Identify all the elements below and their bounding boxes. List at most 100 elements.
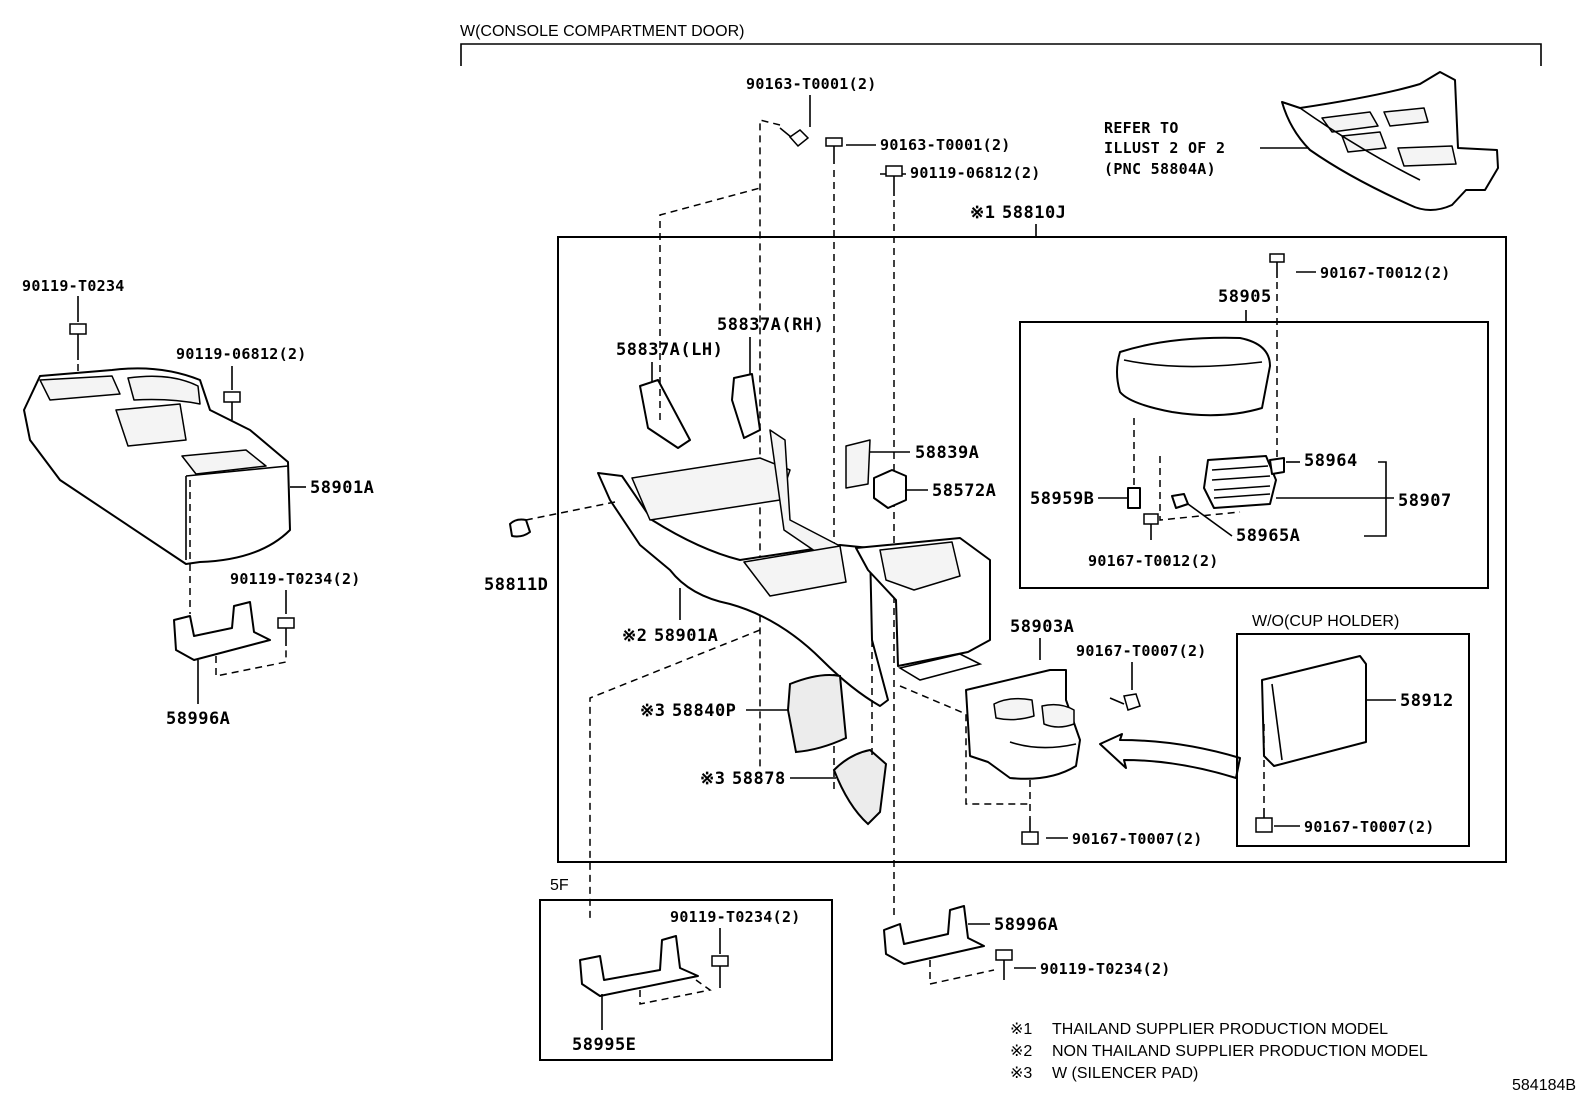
note-mark-1: ※1: [1010, 1021, 1032, 1038]
dash-line: [589, 629, 761, 922]
label-58878: 58878: [732, 769, 786, 789]
pad-58839a: [845, 439, 871, 489]
screw-icon: [69, 323, 87, 360]
note-text-2: NON THAILAND SUPPLIER PRODUCTION MODEL: [1052, 1043, 1428, 1060]
assembly-box-58810j: [557, 236, 1507, 863]
note-text-3: W (SILENCER PAD): [1052, 1065, 1198, 1082]
label-90163-t0001-top: 90163-T0001(2): [746, 75, 877, 93]
pin-58959b: [1127, 487, 1141, 509]
spring-58965a: [1171, 493, 1189, 509]
label-90119-06812-mid: 90119-06812(2): [910, 164, 1041, 182]
refer-note-line-3: (PNC 58804A): [1104, 160, 1216, 178]
label-90119-t0234-bot: 90119-T0234(2): [1040, 960, 1171, 978]
label-90119-t0234-left: 90119-T0234: [22, 277, 125, 295]
label-90163-t0001-mid: 90163-T0001(2): [880, 136, 1011, 154]
label-58995e: 58995E: [572, 1035, 636, 1055]
label-58837a-rh: 58837A(RH): [717, 315, 824, 335]
label-58901a-mark: ※2: [622, 626, 647, 646]
figure-id: 584184B: [1512, 1077, 1576, 1094]
screw-icon: [1143, 513, 1159, 540]
label-58840p-mark: ※3: [640, 701, 665, 721]
screw-icon: [825, 137, 843, 164]
label-58905: 58905: [1218, 287, 1272, 307]
label-90119-t0234-left2: 90119-T0234(2): [230, 570, 361, 588]
label-58839a: 58839A: [915, 443, 979, 463]
panel-58912: [1261, 655, 1367, 767]
section-title: W(CONSOLE COMPARTMENT DOOR): [460, 23, 744, 40]
dash-line: [1159, 456, 1241, 521]
bolt-icon: [1109, 693, 1141, 711]
subassembly-box-58905: [1019, 321, 1489, 589]
label-58878-mark: ※3: [700, 769, 725, 789]
label-90167-t0007-bot: 90167-T0007(2): [1072, 830, 1203, 848]
refer-note-line-2: ILLUST 2 OF 2: [1104, 139, 1225, 157]
armrest-seam: [1123, 359, 1263, 368]
label-90167-t0007-wo: 90167-T0007(2): [1304, 818, 1435, 836]
silencer-pad-58837a-rh: [731, 373, 761, 439]
screw-icon: [995, 949, 1013, 980]
label-58996a-left: 58996A: [166, 709, 230, 729]
dash-line: [929, 960, 995, 985]
note-mark-2: ※2: [1010, 1043, 1032, 1060]
label-58901a-center: 58901A: [654, 626, 718, 646]
screw-icon: [711, 955, 729, 988]
label-90167-t0007-right: 90167-T0007(2): [1076, 642, 1207, 660]
label-58810j: 58810J: [1002, 203, 1066, 223]
label-58810j-mark: ※1: [970, 203, 995, 223]
bolt-icon: [779, 127, 810, 148]
bracket-58995e: [579, 935, 699, 997]
leader-58965a: [1187, 503, 1233, 537]
silencer-pad-58840p: [786, 674, 848, 754]
label-90119-06812-left: 90119-06812(2): [176, 345, 307, 363]
screw-icon: [1269, 253, 1285, 278]
dash-line: [659, 187, 761, 420]
label-58572a: 58572A: [932, 481, 996, 501]
bracket-58907: [1364, 461, 1387, 537]
dash-line: [899, 685, 1030, 805]
cup-holder-58903a: [965, 669, 1081, 780]
screw-icon: [277, 617, 295, 646]
silencer-pad-58878: [832, 748, 888, 826]
label-58901a-left: 58901A: [310, 478, 374, 498]
screw-icon: [223, 391, 241, 420]
label-90119-t0234-5f: 90119-T0234(2): [670, 908, 801, 926]
label-90167-t0012-top: 90167-T0012(2): [1320, 264, 1451, 282]
hinge-58907: [1203, 455, 1277, 509]
refer-note-line-1: REFER TO: [1104, 119, 1179, 137]
console-box-58901a-left: [23, 367, 291, 565]
armrest-lid-58905: [1116, 336, 1271, 417]
arrow-icon: [1099, 733, 1241, 779]
w-o-title: W/O(CUP HOLDER): [1252, 613, 1399, 630]
dash-line: [525, 501, 616, 521]
dash-line: [215, 650, 287, 677]
bracket-58996a-left: [173, 601, 271, 661]
note-text-1: THAILAND SUPPLIER PRODUCTION MODEL: [1052, 1021, 1388, 1038]
label-58907: 58907: [1398, 491, 1452, 511]
dash-line: [759, 119, 781, 770]
console-box-58901a-center: [597, 429, 991, 707]
screw-icon: [885, 165, 903, 196]
console-compartment-door-illustration: [1281, 71, 1499, 211]
section-bracket: [460, 43, 1542, 66]
note-mark-3: ※3: [1010, 1065, 1032, 1082]
bracket-box-5f: [539, 899, 833, 1061]
w-o-cup-holder-box: [1236, 633, 1470, 847]
hinge-plate-58964: [1269, 457, 1285, 475]
label-90167-t0012-bot: 90167-T0012(2): [1088, 552, 1219, 570]
notes-list: ※1 THAILAND SUPPLIER PRODUCTION MODEL ※2…: [1010, 1021, 1428, 1082]
screw-icon: [1021, 818, 1039, 845]
pad-58572a: [873, 469, 907, 509]
label-58964: 58964: [1304, 451, 1358, 471]
label-58837a-lh: 58837A(LH): [616, 340, 723, 360]
five-f-label: 5F: [550, 877, 569, 894]
label-58996a-bot: 58996A: [994, 915, 1058, 935]
panel-edge: [1271, 683, 1283, 761]
clip-58811d: [509, 518, 531, 538]
label-58811d: 58811D: [484, 575, 548, 595]
screw-icon: [1255, 808, 1273, 833]
label-58912: 58912: [1400, 691, 1454, 711]
label-58965a: 58965A: [1236, 526, 1300, 546]
silencer-pad-58837a-lh: [639, 379, 691, 449]
